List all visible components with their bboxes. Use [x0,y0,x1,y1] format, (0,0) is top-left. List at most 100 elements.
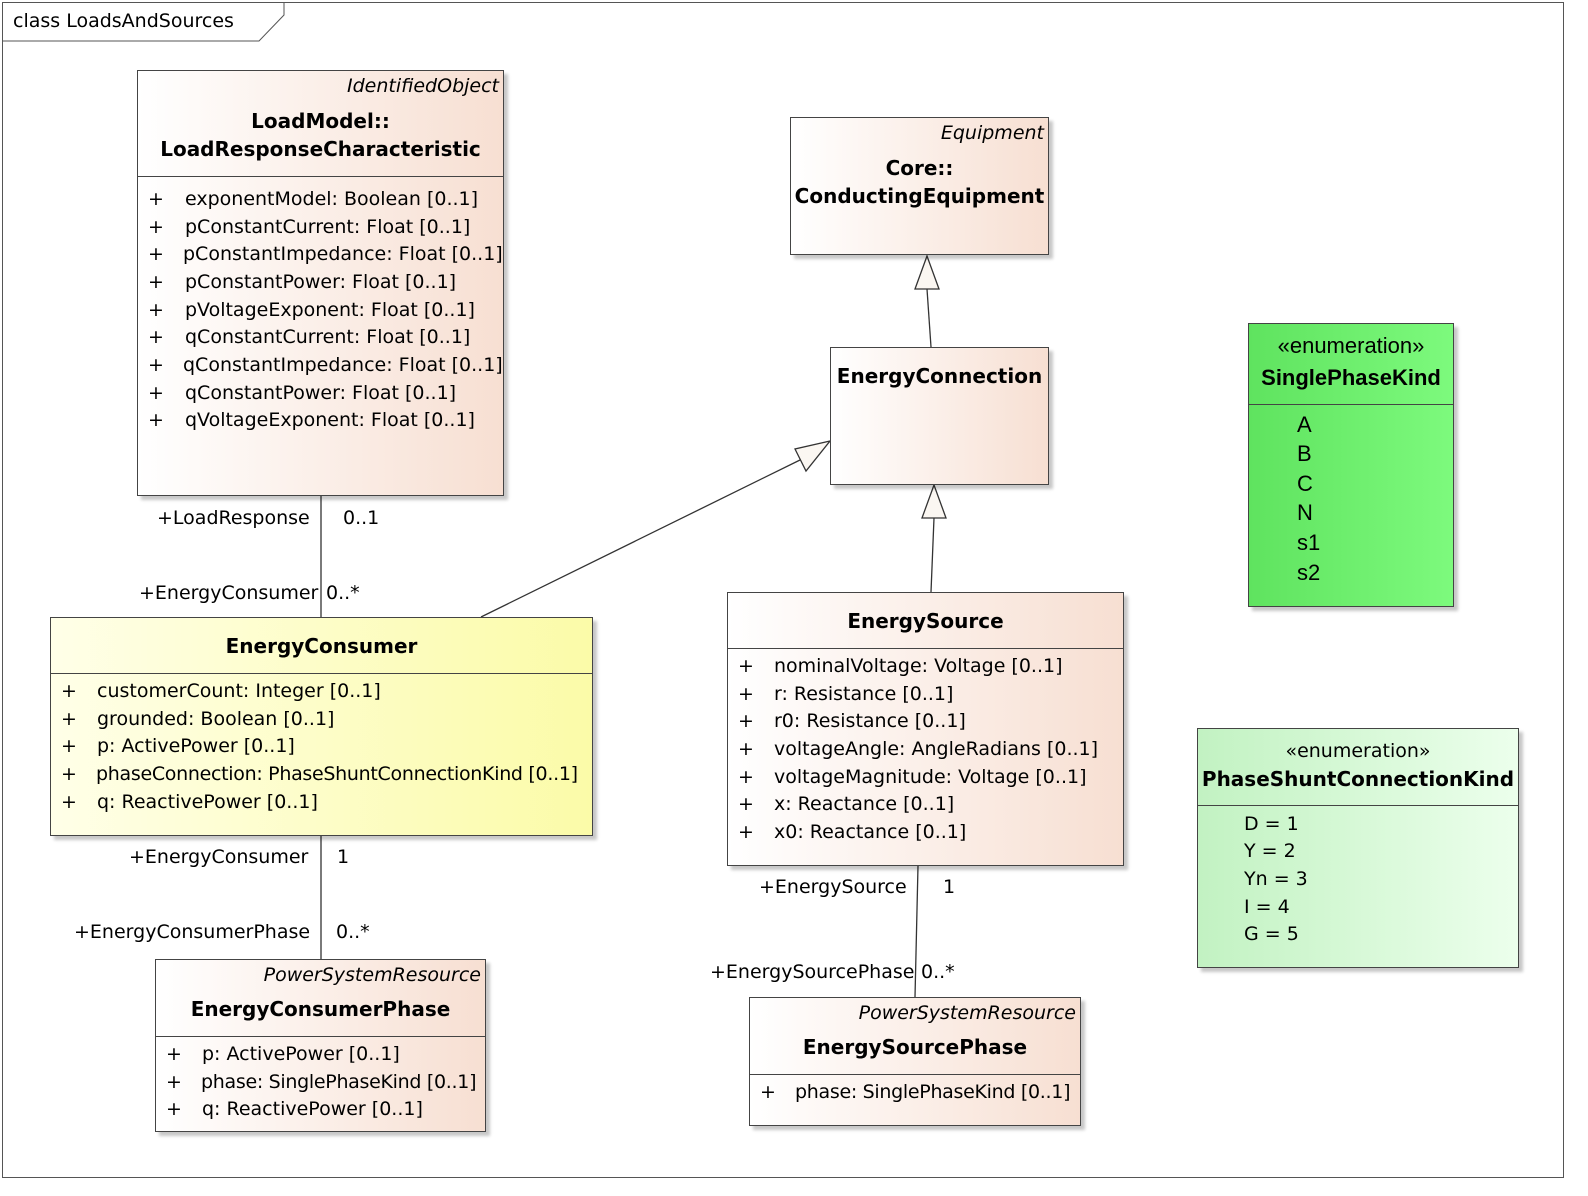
class-name: EnergySourcePhase [802,1035,1028,1059]
visibility-marker: + [61,708,77,730]
class-energy-consumer[interactable]: EnergyConsumer + customerCount: Integer … [50,617,593,836]
attribute: grounded: Boolean [0..1] [97,708,335,730]
class-name: EnergyConsumerPhase [190,997,451,1021]
attribute: pConstantCurrent: Float [0..1] [185,216,471,238]
visibility-marker: + [738,738,754,760]
class-name-namespace: Core:: [885,156,954,180]
visibility-marker: + [166,1043,182,1065]
multiplicity-energy-source-phase: 0..* [921,961,955,983]
generalization-source-ec-arrow [921,483,947,519]
attribute: voltageAngle: AngleRadians [0..1] [774,738,1099,760]
stereotype-label: IdentifiedObject [346,75,499,97]
visibility-marker: + [738,683,754,705]
enum-header: «enumeration» PhaseShuntConnectionKind [1198,729,1518,806]
attribute: r: Resistance [0..1] [774,683,954,705]
class-energy-connection[interactable]: EnergyConnection [830,347,1049,485]
role-energy-consumer-bottom: +EnergyConsumer [129,846,309,868]
multiplicity-energy-source: 1 [943,876,956,898]
visibility-marker: + [738,793,754,815]
enum-literal: s1 [1297,530,1321,555]
class-name: LoadResponseCharacteristic [160,137,481,161]
attribute: pConstantPower: Float [0..1] [185,271,457,293]
diagram-title: class LoadsAndSources [13,10,234,32]
enum-header: «enumeration» SinglePhaseKind [1249,324,1453,405]
attribute: q: ReactivePower [0..1] [202,1098,423,1120]
enum-literal: Y = 2 [1244,840,1296,862]
visibility-marker: + [148,326,164,348]
enum-literal: B [1297,441,1312,466]
attribute: customerCount: Integer [0..1] [97,680,381,702]
visibility-marker: + [148,299,164,321]
multiplicity-energy-consumer-phase: 0..* [336,921,370,943]
attribute: voltageMagnitude: Voltage [0..1] [774,766,1087,788]
attribute: phaseConnection: PhaseShuntConnectionKin… [96,763,578,785]
multiplicity-load-response: 0..1 [343,507,380,529]
class-energy-source-phase[interactable]: PowerSystemResource EnergySourcePhase + … [749,997,1081,1126]
visibility-marker: + [61,735,77,757]
diagram-frame: class LoadsAndSources [2,2,1564,1178]
attribute: q: ReactivePower [0..1] [97,791,318,813]
attribute: x: Reactance [0..1] [774,793,955,815]
class-header: IdentifiedObject LoadModel:: LoadRespons… [138,71,503,177]
enum-phase-shunt-connection-kind[interactable]: «enumeration» PhaseShuntConnectionKind D… [1197,728,1519,968]
attribute: phase: SinglePhaseKind [0..1] [201,1071,477,1093]
enum-literal: Yn = 3 [1244,868,1308,890]
enum-stereotype: «enumeration» [1285,740,1431,762]
role-energy-consumer-top: +EnergyConsumer [139,582,319,604]
visibility-marker: + [166,1071,182,1093]
visibility-marker: + [148,409,164,431]
visibility-marker: + [148,354,164,376]
attribute: p: ActivePower [0..1] [202,1043,400,1065]
attribute: pVoltageExponent: Float [0..1] [185,299,475,321]
class-name: EnergyConsumer [225,634,418,658]
attribute: exponentModel: Boolean [0..1] [185,188,479,210]
class-name: EnergyConnection [836,364,1043,388]
class-conducting-equipment[interactable]: Equipment Core:: ConductingEquipment [790,117,1049,255]
enum-name: PhaseShuntConnectionKind [1201,767,1515,791]
visibility-marker: + [738,766,754,788]
attribute: r0: Resistance [0..1] [774,710,966,732]
enum-literal: G = 5 [1244,923,1299,945]
visibility-marker: + [738,655,754,677]
visibility-marker: + [148,271,164,293]
class-load-response-characteristic[interactable]: IdentifiedObject LoadModel:: LoadRespons… [137,70,504,496]
enum-literal: A [1297,412,1312,437]
attribute: phase: SinglePhaseKind [0..1] [795,1081,1071,1103]
class-energy-consumer-phase[interactable]: PowerSystemResource EnergyConsumerPhase … [155,959,486,1132]
attribute: qConstantImpedance: Float [0..1] [183,354,503,376]
association-source-phase [914,865,919,998]
class-header: PowerSystemResource EnergySourcePhase [750,998,1080,1075]
visibility-marker: + [61,680,77,702]
frame-tab [3,3,285,42]
stereotype-label: Equipment [940,122,1044,144]
class-energy-source[interactable]: EnergySource + nominalVoltage: Voltage [… [727,592,1124,866]
enum-stereotype: «enumeration» [1277,333,1425,358]
generalization-consumer-ec-line [480,459,801,618]
enum-literal: I = 4 [1244,896,1290,918]
role-energy-source: +EnergySource [759,876,907,898]
role-load-response: +LoadResponse [157,507,310,529]
class-name: ConductingEquipment [794,184,1045,208]
generalization-ec-ce-arrow [914,254,940,290]
attribute: qConstantCurrent: Float [0..1] [185,326,471,348]
generalization-ec-ce-line [926,288,932,348]
generalization-source-ec-line [930,517,935,593]
enum-single-phase-kind[interactable]: «enumeration» SinglePhaseKind A B C N s1… [1248,323,1454,607]
visibility-marker: + [148,188,164,210]
stereotype-label: PowerSystemResource [858,1002,1076,1024]
class-header: EnergyConsumer [51,618,592,674]
attribute: p: ActivePower [0..1] [97,735,295,757]
visibility-marker: + [148,382,164,404]
attribute: x0: Reactance [0..1] [774,821,967,843]
attribute: nominalVoltage: Voltage [0..1] [774,655,1063,677]
visibility-marker: + [148,216,164,238]
enum-literal: s2 [1297,560,1321,585]
enum-literal: N [1297,500,1313,525]
role-energy-consumer-phase: +EnergyConsumerPhase [74,921,311,943]
visibility-marker: + [61,763,77,785]
attribute: qConstantPower: Float [0..1] [185,382,457,404]
visibility-marker: + [148,243,164,265]
class-name-namespace: LoadModel:: [251,109,390,133]
multiplicity-energy-consumer-bottom: 1 [337,846,350,868]
